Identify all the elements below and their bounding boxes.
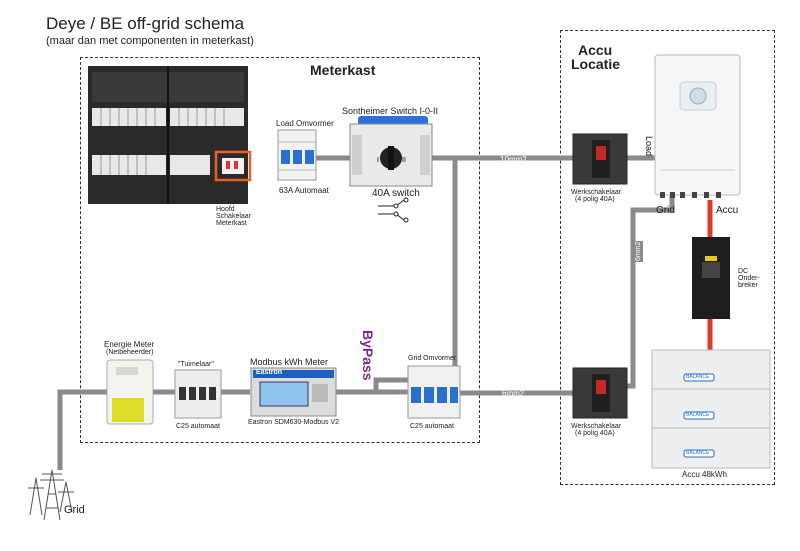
hoofd-schakelaar-label-1: Hoofd	[216, 206, 235, 213]
accu-caption: Accu 48kWh	[682, 470, 727, 479]
accu-locatie-title-1: Accu	[578, 42, 613, 58]
distribution-board	[88, 66, 252, 204]
page-title: Deye / BE off-grid schema	[46, 14, 245, 33]
werkschakelaar-bottom-device	[572, 367, 628, 419]
tuimelaar-caption: C25 automaat	[176, 423, 220, 430]
switch-title: Sontheimer Switch I-0-II	[342, 106, 439, 116]
tuimelaar-title: "Tuimelaar"	[178, 361, 214, 368]
inverter-load-label: Load	[644, 136, 654, 157]
inverter-grid-label: Grid	[656, 205, 675, 216]
hoofdschakelaar-highlight	[214, 150, 252, 182]
grid-cable-label: 6mm2	[502, 389, 525, 398]
werkschakelaar-bottom-label-1: Werkschakelaar	[571, 423, 622, 430]
accu-locatie-title-2: Locatie	[571, 56, 621, 72]
dc-onderbreker-label-3: breker	[738, 282, 758, 289]
grid-pylons	[28, 469, 74, 521]
dc-onderbreker-label-1: DC	[738, 268, 749, 275]
modbus-meter	[250, 367, 337, 417]
dc-breaker-device	[692, 237, 730, 319]
load-omvormer-title: Load Omvormer	[276, 119, 334, 128]
grid-omvormer-caption: C25 automaat	[410, 423, 454, 430]
wire-meter-chain	[57, 389, 107, 470]
inverter-accu-label: Accu	[716, 205, 739, 216]
energie-meter-subtitle: (Netbeheerder)	[106, 349, 154, 356]
modbus-meter-brand: Eastron	[256, 369, 283, 376]
battery-module-label-2: BALANCE	[686, 412, 710, 418]
accu-locatie-box	[560, 30, 775, 485]
meterkast-title: Meterkast	[310, 62, 376, 78]
modbus-meter-caption: Eastron SDM630-Modbus V2	[248, 419, 340, 426]
energie-meter-title: Energie Meter	[104, 340, 155, 349]
tuimelaar-breaker	[174, 369, 222, 419]
meterkast-box	[80, 57, 480, 443]
vertical-cable-label: 6mm2	[635, 240, 643, 262]
battery-stack	[651, 349, 771, 469]
grid-omvormer-breaker	[407, 365, 461, 419]
werkschakelaar-top-device	[572, 133, 628, 185]
modbus-meter-title: Modbus kWh Meter	[250, 357, 329, 367]
dc-onderbreker-label-2: Onder-	[738, 275, 760, 282]
load-cable-label: 10mm2	[500, 155, 527, 164]
battery-module-label-3: BALANCE	[686, 450, 710, 456]
hoofd-schakelaar-label-3: Meterkast	[216, 220, 247, 227]
grid-tower-label: Grid	[64, 504, 85, 516]
svg-text:I: I	[377, 157, 379, 164]
hoofd-schakelaar-label-2: Schakelaar	[216, 213, 252, 220]
sontheimer-switch: I II	[349, 116, 433, 187]
werkschakelaar-top-label-1: Werkschakelaar	[571, 189, 622, 196]
page-subtitle: (maar dan met componenten in meterkast)	[46, 35, 254, 47]
werkschakelaar-bottom-label-2: (4 polig 40A)	[575, 430, 615, 437]
werkschakelaar-top-label-2: (4 polig 40A)	[575, 196, 615, 203]
grid-omvormer-title: Grid Omvormer	[408, 355, 457, 362]
battery-module-label-1: BALANCE	[686, 374, 710, 380]
deye-inverter	[654, 54, 741, 198]
bypass-label: ByPass	[360, 330, 376, 381]
svg-text:II: II	[402, 157, 406, 164]
energie-meter	[106, 359, 154, 425]
switch-symbol	[378, 197, 409, 223]
load-omvormer-caption: 63A Automaat	[279, 186, 329, 195]
switch-caption: 40A switch	[372, 188, 420, 199]
load-omvormer-breaker	[277, 129, 317, 181]
wire-vertical-6mm2	[627, 196, 675, 389]
